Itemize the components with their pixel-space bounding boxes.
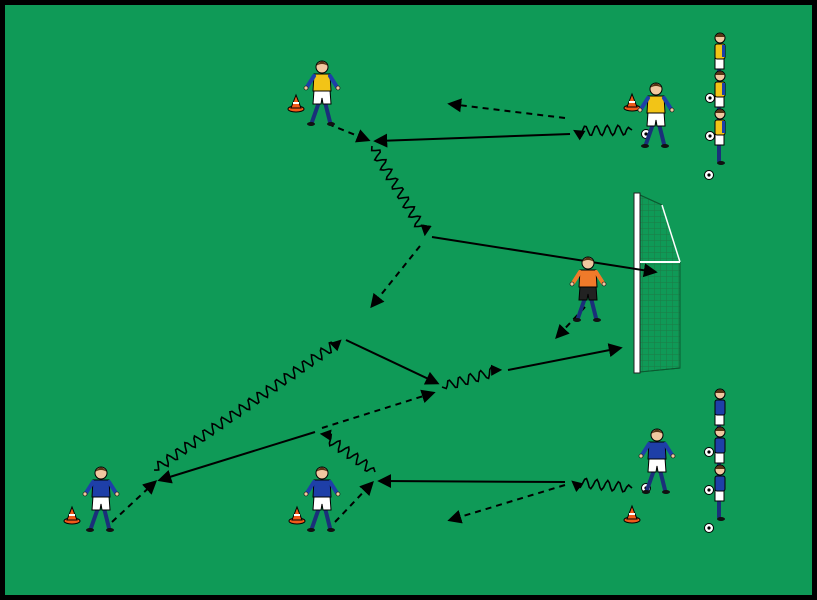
- cone-2: [623, 92, 641, 112]
- wavy-arrow-5: [370, 145, 432, 237]
- wavy-arrow-15: [319, 429, 376, 473]
- dashed-arrow-8: [555, 306, 586, 340]
- ball-6: [704, 447, 714, 457]
- player-blue-bottom-left: [82, 466, 120, 532]
- ball-7: [704, 485, 714, 495]
- cone-5: [623, 504, 641, 524]
- solid-arrow-1: [373, 133, 571, 148]
- player-yellow-top-left: [303, 60, 341, 126]
- players: [82, 32, 726, 532]
- solid-arrow-14: [157, 431, 316, 484]
- cone-1: [287, 93, 305, 113]
- solid-arrow-6: [431, 236, 658, 278]
- dashed-arrow-4: [327, 123, 371, 143]
- player-blue-bottom-right: [638, 428, 676, 494]
- ball-8: [704, 523, 714, 533]
- ball-4: [704, 170, 714, 180]
- wavy-arrow-18: [571, 477, 633, 493]
- queue-blue-3: [714, 464, 726, 521]
- wavy-arrow-9: [153, 339, 342, 471]
- movement-arrows: [111, 98, 658, 524]
- cone-4: [288, 505, 306, 525]
- ball-3: [705, 131, 715, 141]
- cones: [63, 92, 641, 525]
- queue-yellow-3: [714, 108, 726, 165]
- cone-3: [63, 505, 81, 525]
- wavy-arrow-3: [573, 124, 633, 141]
- dashed-arrow-13: [321, 389, 436, 429]
- wavy-arrow-11: [441, 364, 503, 390]
- dashed-arrow-2: [447, 98, 566, 119]
- player-blue-bottom-middle: [303, 466, 341, 532]
- solid-arrow-10: [345, 339, 440, 385]
- ball-2: [705, 93, 715, 103]
- solid-arrow-16: [377, 474, 566, 489]
- balls: [641, 93, 715, 533]
- goal: [633, 192, 681, 374]
- dashed-arrow-19: [111, 480, 158, 523]
- pitch-surface: [5, 5, 812, 595]
- dashed-arrow-17: [447, 484, 566, 524]
- solid-arrow-12: [507, 343, 623, 371]
- player-yellow-top-right: [637, 82, 675, 148]
- goalkeeper: [569, 256, 607, 322]
- dashed-arrow-20: [334, 480, 374, 523]
- dashed-arrow-7: [370, 245, 421, 309]
